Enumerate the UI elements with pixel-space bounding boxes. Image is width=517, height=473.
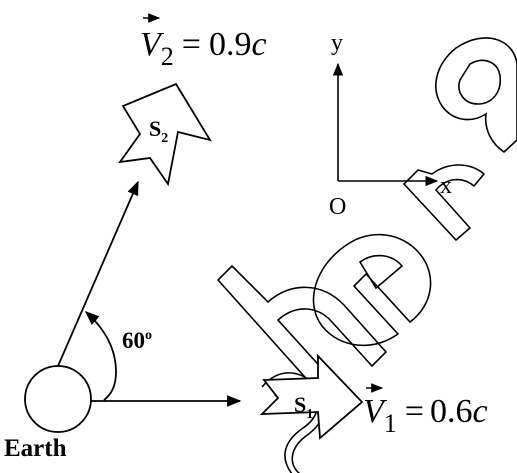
earth-circle <box>24 365 92 433</box>
x-axis-label: x <box>440 173 452 199</box>
ship1-shape <box>259 353 364 440</box>
earth-label: Earth <box>4 435 67 462</box>
ship2-label: S2 <box>149 116 168 146</box>
ship2-velocity-label: V2=0.9c <box>140 13 267 71</box>
angle-label: 60o <box>122 328 152 353</box>
origin-label: O <box>329 194 346 220</box>
ship2-direction-arrow <box>57 180 139 367</box>
ship1-label: S1 <box>294 392 313 422</box>
coordinate-axes <box>332 62 439 187</box>
ship2-shape <box>118 82 212 187</box>
svg-text:V1=0.6c: V1=0.6c <box>363 393 488 438</box>
angle-arc <box>84 311 117 401</box>
y-axis-label: y <box>331 30 343 56</box>
ship1-velocity-label: V1=0.6c <box>363 383 488 438</box>
svg-text:V2=0.9c: V2=0.9c <box>140 26 267 71</box>
